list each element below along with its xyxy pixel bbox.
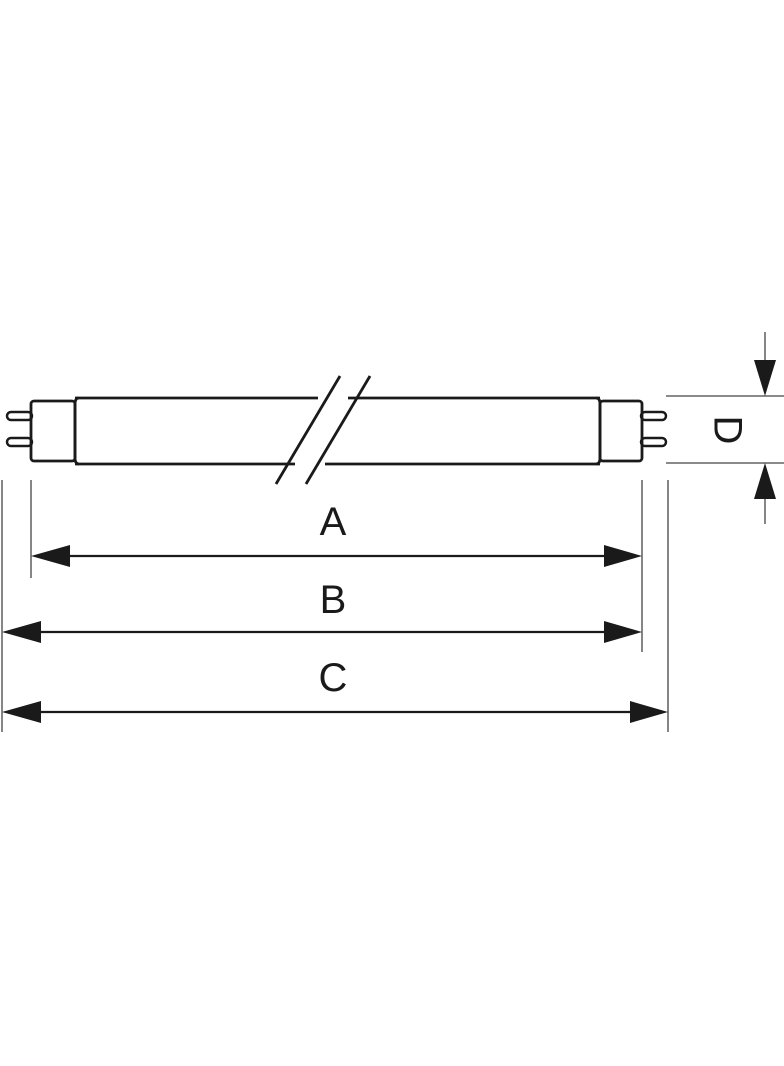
tube-body-left — [73, 396, 318, 466]
dimension-label-d: D — [705, 416, 749, 445]
left-end-cap — [29, 399, 77, 463]
dimension-b: B — [2, 578, 642, 643]
extension-lines — [1, 395, 784, 732]
dimension-c: C — [2, 656, 668, 723]
right-pins — [639, 410, 668, 448]
tube-body-right — [325, 396, 602, 466]
dimension-label-b: B — [320, 578, 347, 622]
dimension-d: D — [705, 332, 776, 524]
tube-drawing — [5, 375, 668, 485]
break-marks — [274, 375, 372, 485]
left-pins — [5, 410, 34, 448]
dimension-label-c: C — [319, 656, 348, 700]
dimension-a: A — [31, 500, 642, 567]
right-end-cap — [598, 399, 644, 463]
dimension-label-a: A — [320, 500, 347, 544]
